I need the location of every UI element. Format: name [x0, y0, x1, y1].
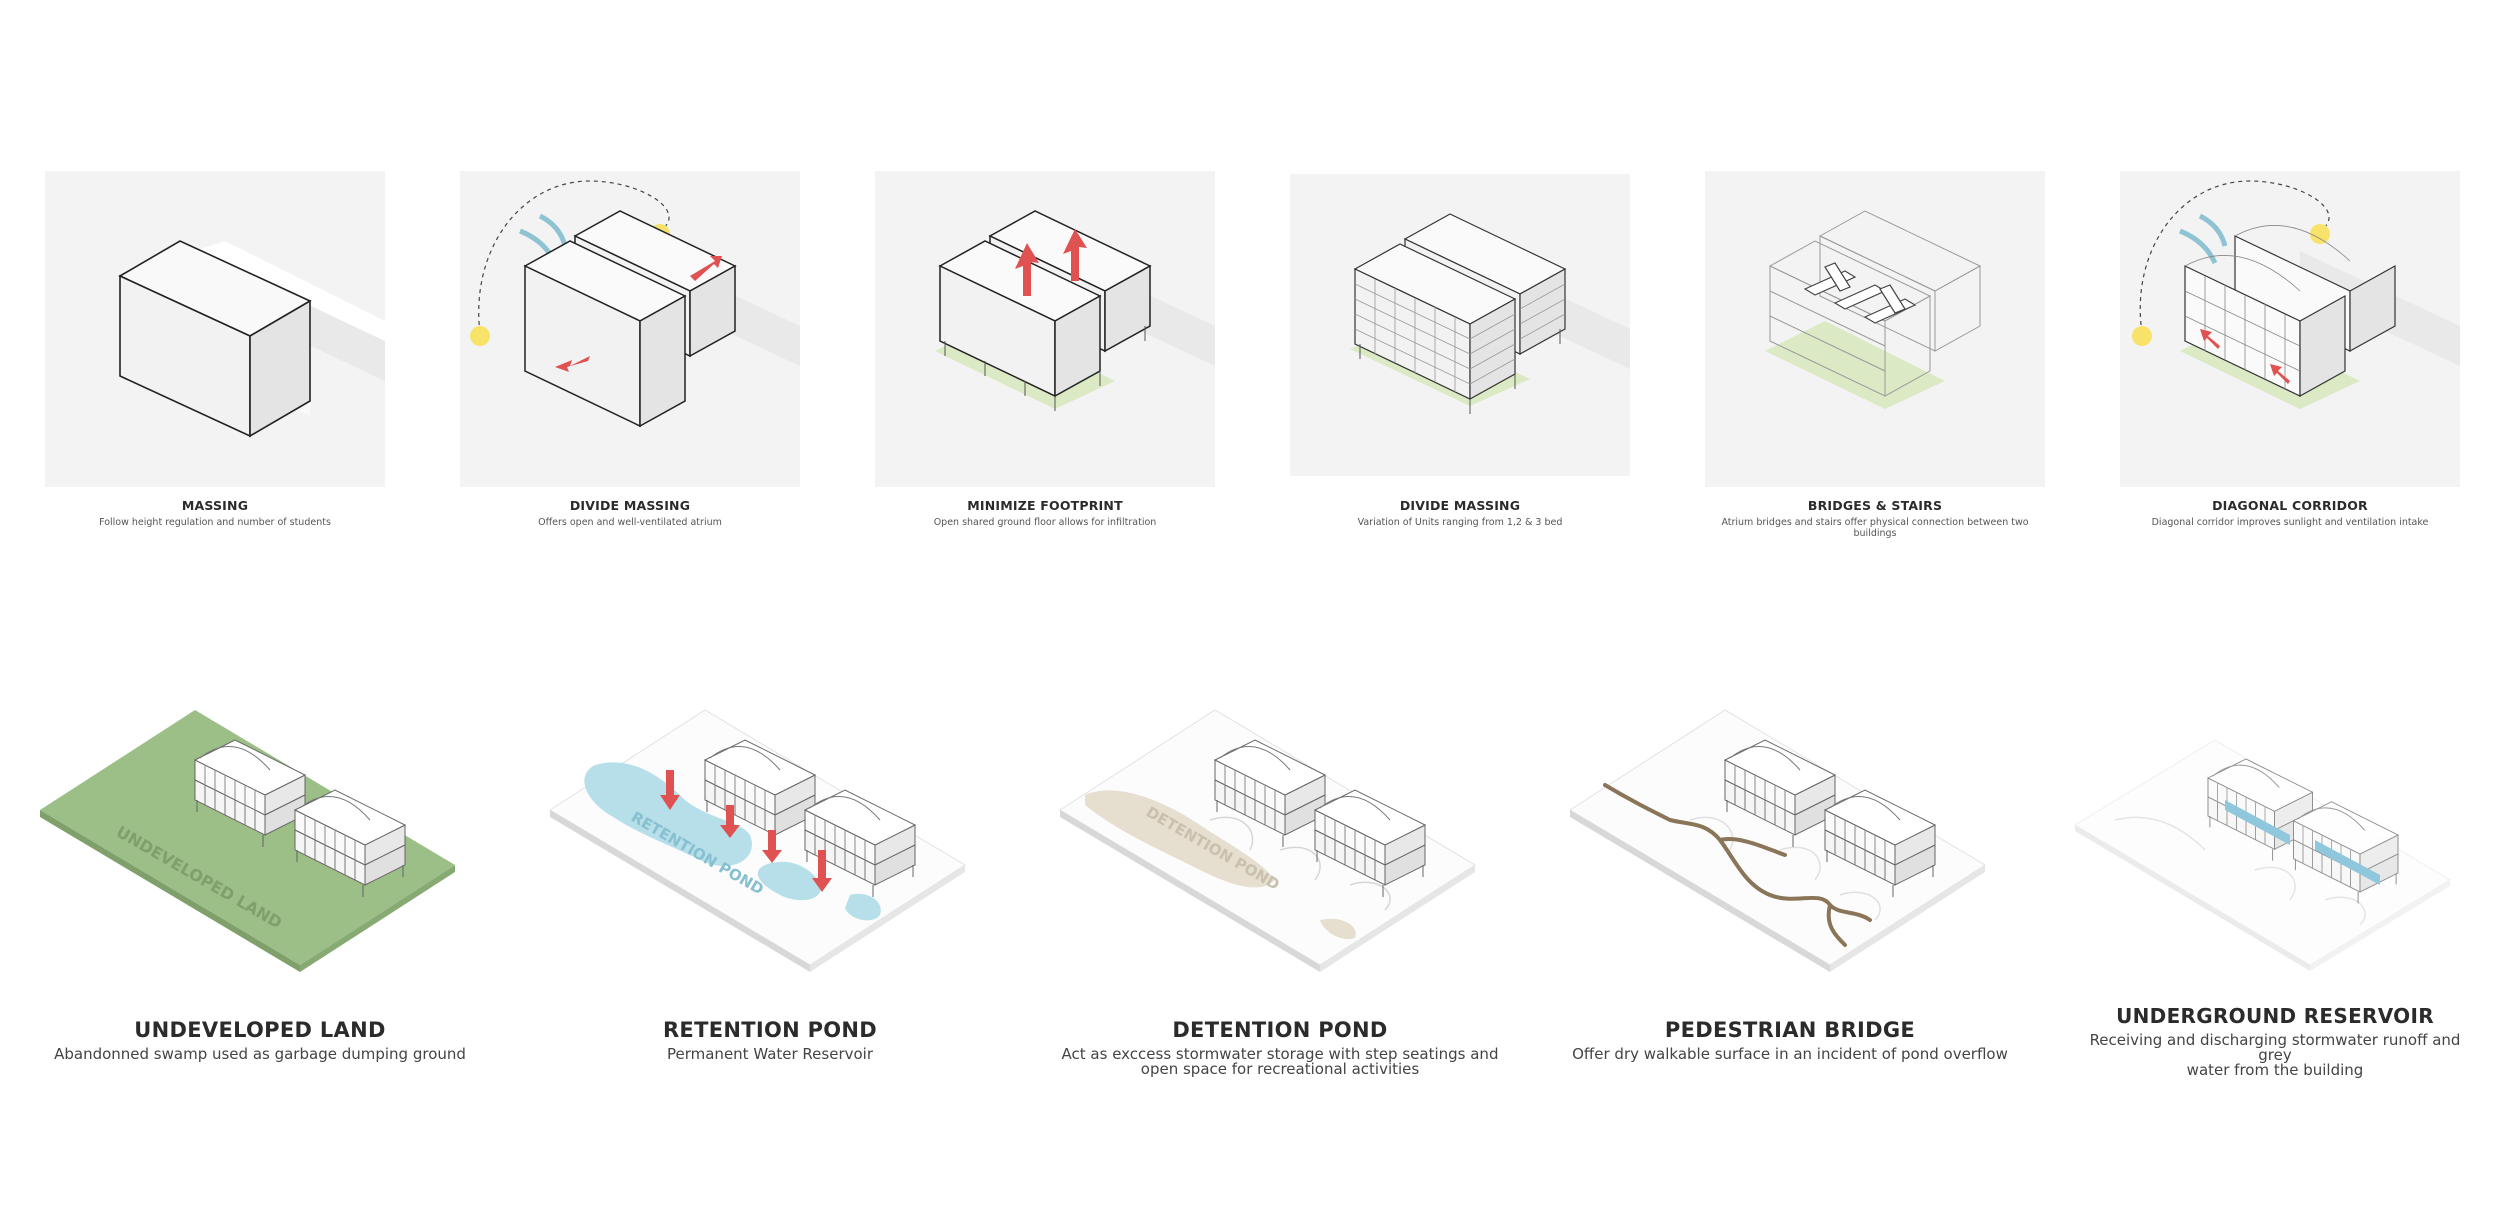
caption-title: MINIMIZE FOOTPRINT — [967, 498, 1123, 513]
panel-minimize-footprint — [875, 171, 1215, 487]
panel-divide-massing — [460, 171, 800, 487]
panel-diagonal-corridor — [2120, 171, 2460, 487]
sun-icon — [2132, 326, 2152, 346]
caption-title: DETENTION POND — [1172, 1018, 1388, 1042]
bridge-stair-elements — [1803, 262, 1917, 324]
arrow-icon — [1063, 229, 1087, 281]
reservoir-tank — [2315, 840, 2380, 885]
caption-desc: Offer dry walkable surface in an inciden… — [1572, 1045, 2008, 1063]
caption-desc: Permanent Water Reservoir — [666, 1045, 874, 1063]
panel-bridges-stairs — [1705, 171, 2045, 487]
detention-area — [1085, 790, 1275, 888]
wind-arrow-icon — [2179, 228, 2218, 265]
pond-shape — [584, 762, 752, 866]
wind-arrow-icon — [538, 213, 568, 247]
caption-desc: Open shared ground floor allows for infi… — [933, 517, 1157, 528]
caption-desc: Act as exccess stormwater storage with s… — [1060, 1047, 1500, 1077]
caption-title: RETENTION POND — [662, 1018, 878, 1042]
caption-desc: Diagonal corridor improves sunlight and … — [2151, 517, 2429, 528]
site-undeveloped-land: UNDEVELOPED LAND — [40, 710, 460, 972]
caption-title: DIVIDE MASSING — [569, 498, 691, 513]
sun-path — [478, 180, 670, 334]
arrow-icon — [1015, 243, 1039, 296]
pedestrian-bridge-diagram — [1569, 709, 1986, 972]
panel-divide-massing-units — [1290, 174, 1630, 476]
undeveloped-land-diagram: UNDEVELOPED LAND — [40, 710, 455, 972]
underground-reservoir-diagram — [2074, 739, 2451, 971]
arrow-icon — [2270, 364, 2290, 384]
retention-pond-diagram: RETENTION POND — [549, 709, 966, 972]
caption-desc-line: water from the building — [2186, 1061, 2364, 1079]
panel-massing — [45, 171, 385, 487]
caption-title: MASSING — [181, 498, 249, 513]
site-detention-pond: DETENTION POND — [1059, 709, 1480, 972]
bridge-path — [1603, 783, 1872, 947]
caption-title: DIAGONAL CORRIDOR — [2212, 498, 2368, 513]
caption-title: BRIDGES & STAIRS — [1807, 498, 1943, 513]
massing-diagram — [118, 240, 385, 438]
site-pedestrian-bridge — [1569, 709, 1990, 972]
divide-massing-diagram — [470, 180, 800, 428]
arrow-icon — [2200, 329, 2220, 349]
caption-desc: Abandonned swamp used as garbage dumping… — [54, 1045, 466, 1063]
minimize-footprint-diagram — [935, 210, 1215, 411]
wind-arrow-icon — [2198, 213, 2228, 247]
diagonal-corridor-diagram — [2132, 180, 2460, 409]
arrow-icon — [555, 356, 590, 372]
caption-desc: Follow height regulation and number of s… — [99, 517, 331, 528]
arrow-icon — [690, 256, 722, 281]
sun-path — [2139, 180, 2330, 334]
site-retention-pond: RETENTION POND — [549, 709, 970, 972]
caption-desc: Atrium bridges and stairs offer physical… — [1721, 517, 2029, 539]
site-underground-reservoir — [2074, 739, 2455, 971]
caption-desc: Variation of Units ranging from 1,2 & 3 … — [1357, 517, 1563, 528]
caption-title: PEDESTRIAN BRIDGE — [1664, 1018, 1916, 1042]
caption-desc-line: Act as exccess stormwater storage with s… — [1061, 1045, 1499, 1063]
bridges-stairs-diagram — [1765, 210, 1982, 409]
caption-desc: Receiving and discharging stormwater run… — [2075, 1033, 2475, 1078]
caption-title: DIVIDE MASSING — [1399, 498, 1521, 513]
detention-pond-diagram: DETENTION POND — [1059, 709, 1476, 972]
arrow-icon — [660, 770, 832, 892]
units-diagram — [1350, 213, 1630, 414]
caption-desc-line: Receiving and discharging stormwater run… — [2089, 1031, 2461, 1064]
sun-icon — [2310, 224, 2330, 244]
reservoir-tank — [2225, 800, 2290, 845]
caption-desc: Offers open and well-ventilated atrium — [538, 517, 722, 528]
caption-title: UNDERGROUND RESERVOIR — [2116, 1004, 2434, 1028]
caption-desc-line: open space for recreational activities — [1140, 1060, 1420, 1078]
caption-title: UNDEVELOPED LAND — [134, 1018, 386, 1042]
sun-icon — [470, 326, 490, 346]
